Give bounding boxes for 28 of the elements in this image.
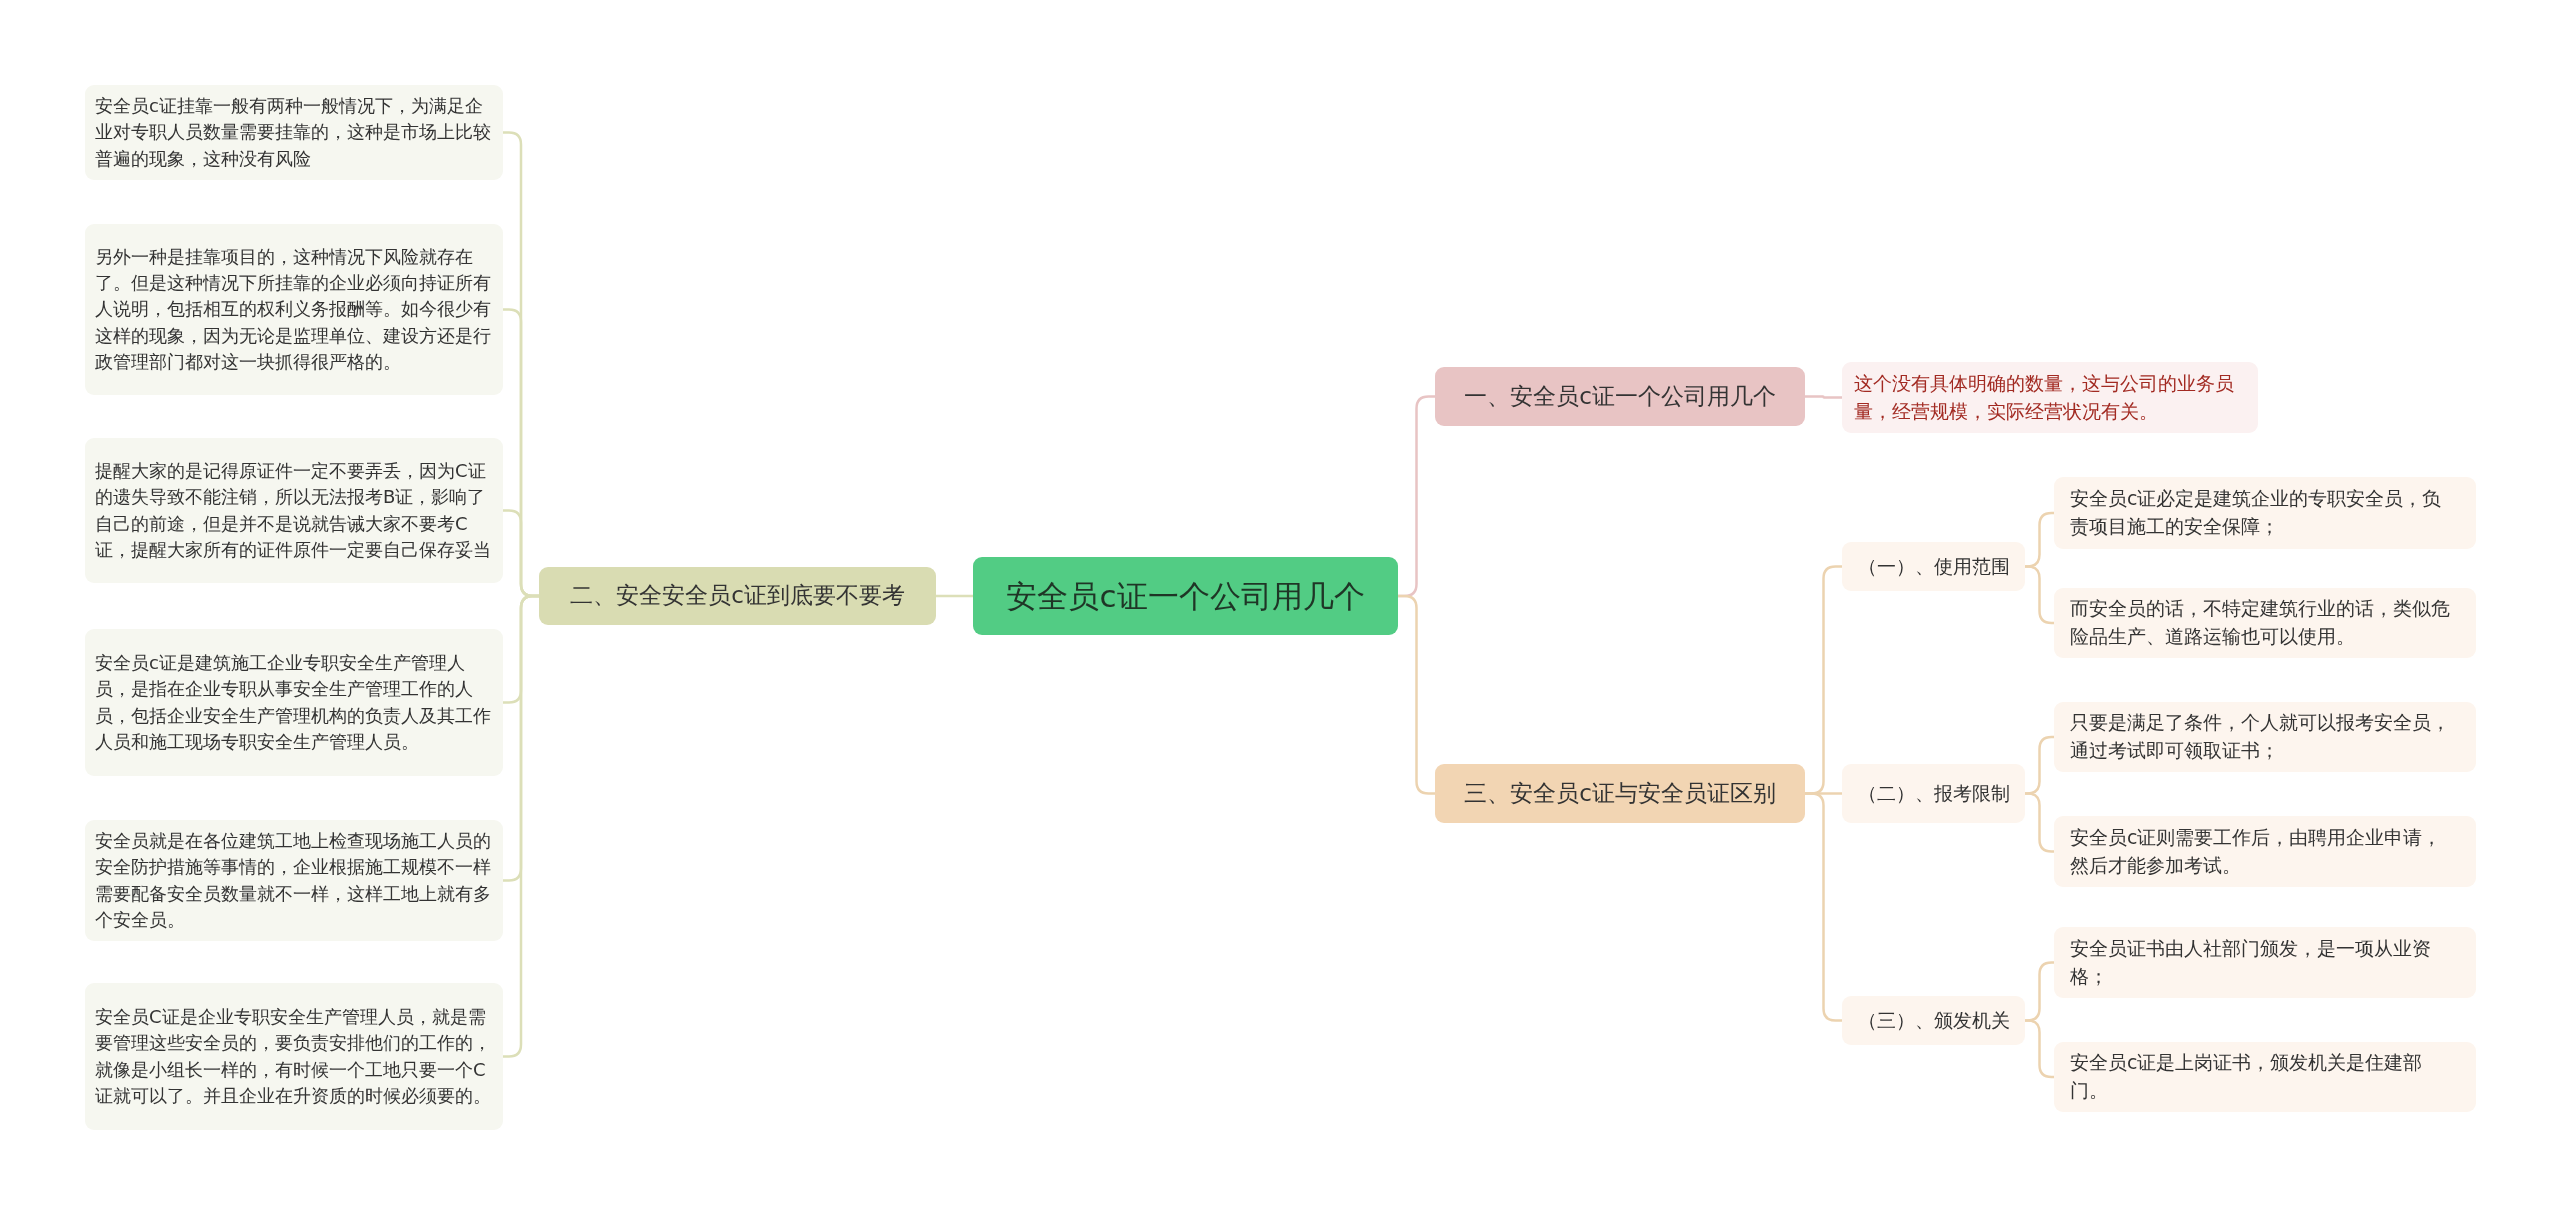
branch-topic-box: 一、安全员c证一个公司用几个 [1435, 367, 1805, 426]
connector-line [1805, 395, 1842, 399]
note-box: 提醒大家的是记得原证件一定不要弄丢，因为C证的遗失导致不能注销，所以无法报考B证，影响了自己的前途，但是并不是说就告诫大家不要考C证，提醒大家所有的证件原件一定要自己保存妥当 [85, 438, 503, 583]
note-box: 另外一种是挂靠项目的，这种情况下风险就存在了。但是这种情况下所挂靠的企业必须向持证所有人说明，包括相互的权利义务报酬等。如今很少有这样的现象，因为无论是监理单位、建设方还是行政管理部门都对这一块抓得很严格的。 [85, 224, 503, 395]
note-box: 安全员就是在各位建筑工地上检查现场施工人员的安全防护措施等事情的，企业根据施工规模不一样需要配备安全员数量就不一样，这样工地上就有多个安全员。 [85, 820, 503, 941]
note-box: 安全员c证则需要工作后，由聘用企业申请，然后才能参加考试。 [2054, 816, 2476, 887]
note-box: 安全员c证是上岗证书，颁发机关是住建部门。 [2054, 1042, 2476, 1112]
connector-line [936, 594, 973, 598]
subtopic-box: （一）、使用范围 [1842, 542, 2025, 591]
branch-topic-box: 二、安全安全员c证到底要不要考 [539, 567, 936, 625]
note-box: 这个没有具体明确的数量，这与公司的业务员量，经营规模，实际经营状况有关。 [1842, 362, 2258, 433]
subtopic-box: （三）、颁发机关 [1842, 996, 2025, 1045]
connector-line [1398, 594, 1435, 795]
note-box: 只要是满足了条件，个人就可以报考安全员，通过考试即可领取证书； [2054, 702, 2476, 772]
note-box: 而安全员的话，不特定建筑行业的话，类似危险品生产、道路运输也可以使用。 [2054, 588, 2476, 658]
note-box: 安全员c证是建筑施工企业专职安全生产管理人员，是指在企业专职从事安全生产管理工作的人员，包括企业安全生产管理机构的负责人及其工作人员和施工现场专职安全生产管理人员。 [85, 629, 503, 776]
note-box: 安全员c证必定是建筑企业的专职安全员，负责项目施工的安全保障； [2054, 477, 2476, 549]
connector-line [2025, 792, 2054, 853]
note-box: 安全员证书由人社部门颁发，是一项从业资格； [2054, 927, 2476, 998]
note-box: 安全员C证是企业专职安全生产管理人员，就是需要管理这些安全员的，要负责安排他们的工作的，就像是小组长一样的，有时候一个工地只要一个C证就可以了。并且企业在升资质的时候必须要的。 [85, 983, 503, 1130]
connector-line [2025, 565, 2054, 625]
connector-line [1805, 792, 1842, 1022]
central-topic-box: 安全员c证一个公司用几个 [973, 557, 1398, 635]
branch-topic-box: 三、安全员c证与安全员证区别 [1435, 764, 1805, 823]
connector-line [503, 594, 539, 1058]
connector-line [2025, 1019, 2054, 1079]
note-box: 安全员c证挂靠一般有两种一般情况下，为满足企业对专职人员数量需要挂靠的，这种是市场上比较普遍的现象，这种没有风险 [85, 85, 503, 180]
subtopic-box: （二）、报考限制 [1842, 764, 2025, 823]
